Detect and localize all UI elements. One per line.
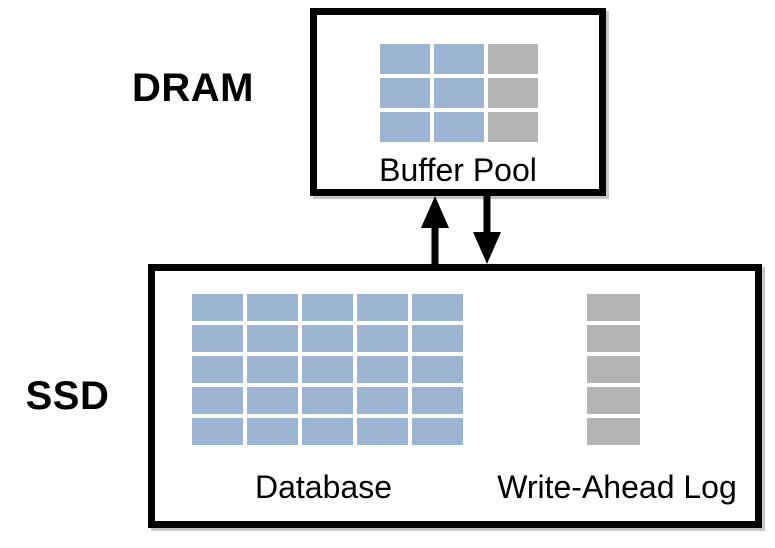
log-cell <box>587 325 640 352</box>
log-cell <box>488 44 538 74</box>
page-cell <box>357 294 408 321</box>
page-cell <box>192 325 243 352</box>
page-cell <box>192 387 243 414</box>
log-cell <box>587 294 640 321</box>
log-cell <box>587 356 640 383</box>
database-grid <box>192 294 463 445</box>
page-cell <box>192 294 243 321</box>
ssd-label: SSD <box>25 374 110 418</box>
arrow-down-icon <box>473 196 501 264</box>
page-cell <box>302 418 353 445</box>
page-cell <box>380 78 430 108</box>
write-ahead-log-grid <box>587 294 640 445</box>
page-cell <box>434 112 484 142</box>
dram-label: DRAM <box>132 66 254 110</box>
page-cell <box>434 44 484 74</box>
page-cell <box>302 325 353 352</box>
database-label: Database <box>255 469 392 505</box>
page-cell <box>412 356 463 383</box>
page-cell <box>192 418 243 445</box>
page-cell <box>380 112 430 142</box>
arrow-up-icon <box>421 196 449 264</box>
page-cell <box>247 387 298 414</box>
page-cell <box>302 356 353 383</box>
page-cell <box>357 387 408 414</box>
page-cell <box>357 418 408 445</box>
page-cell <box>357 325 408 352</box>
page-cell <box>302 387 353 414</box>
page-cell <box>412 387 463 414</box>
page-cell <box>412 325 463 352</box>
log-cell <box>488 112 538 142</box>
dram-box: Buffer Pool <box>310 8 606 196</box>
page-cell <box>434 78 484 108</box>
page-cell <box>302 294 353 321</box>
page-cell <box>357 356 408 383</box>
data-transfer-arrows <box>421 196 501 264</box>
buffer-pool-grid <box>380 44 538 142</box>
page-cell <box>380 44 430 74</box>
page-cell <box>412 418 463 445</box>
page-cell <box>247 294 298 321</box>
log-cell <box>488 78 538 108</box>
log-cell <box>587 418 640 445</box>
ssd-box: Database Write-Ahead Log <box>148 264 762 528</box>
page-cell <box>247 356 298 383</box>
page-cell <box>412 294 463 321</box>
write-ahead-log-label: Write-Ahead Log <box>497 469 737 505</box>
page-cell <box>247 418 298 445</box>
page-cell <box>247 325 298 352</box>
buffer-pool-label: Buffer Pool <box>379 152 537 188</box>
log-cell <box>587 387 640 414</box>
page-cell <box>192 356 243 383</box>
